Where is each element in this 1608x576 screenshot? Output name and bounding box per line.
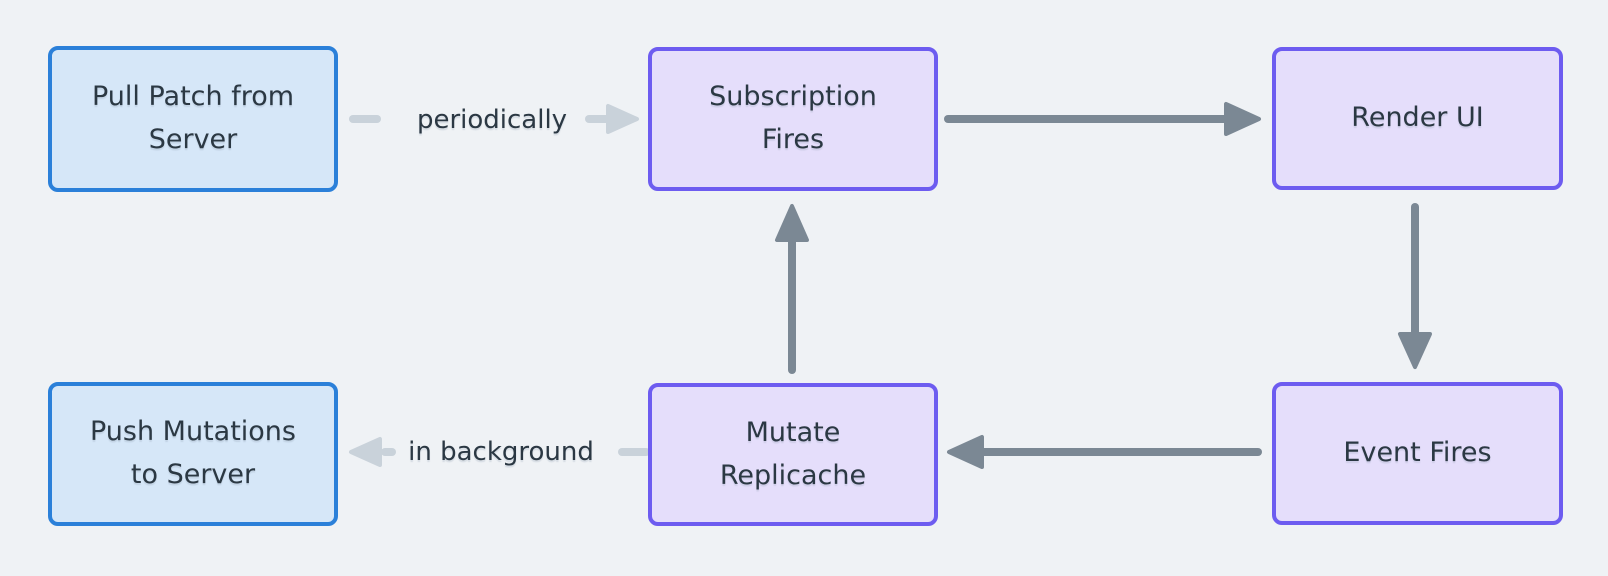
node-push-mutations-to-server: Push Mutations to Server [48,382,338,526]
node-label: Event Fires [1343,437,1492,469]
arrow-event-to-mutate [947,435,1262,469]
arrow-pull-to-subscription [349,104,639,134]
node-label: Push Mutations [89,416,296,448]
node-label: Replicache [719,459,867,491]
node-label: Fires [761,124,825,155]
arrow-subscription-to-render [944,102,1261,136]
edge-label-in-background: in background [408,437,594,467]
arrow-mutate-to-subscription [775,204,809,374]
node-label: Pull Patch from [91,81,295,113]
node-render-ui: Render UI [1272,47,1563,190]
node-pull-patch-from-server: Pull Patch from Server [48,46,338,192]
arrow-render-to-event [1398,203,1432,369]
node-label: to Server [130,459,256,490]
node-label: Server [148,124,238,155]
node-subscription-fires: Subscription Fires [648,47,938,191]
node-mutate-replicache: Mutate Replicache [648,383,938,526]
arrow-mutate-to-push [349,437,650,467]
node-event-fires: Event Fires [1272,382,1563,525]
node-label: Subscription [709,81,877,113]
node-label: Mutate [745,416,841,448]
edge-label-periodically: periodically [416,105,568,135]
node-label: Render UI [1351,102,1484,134]
